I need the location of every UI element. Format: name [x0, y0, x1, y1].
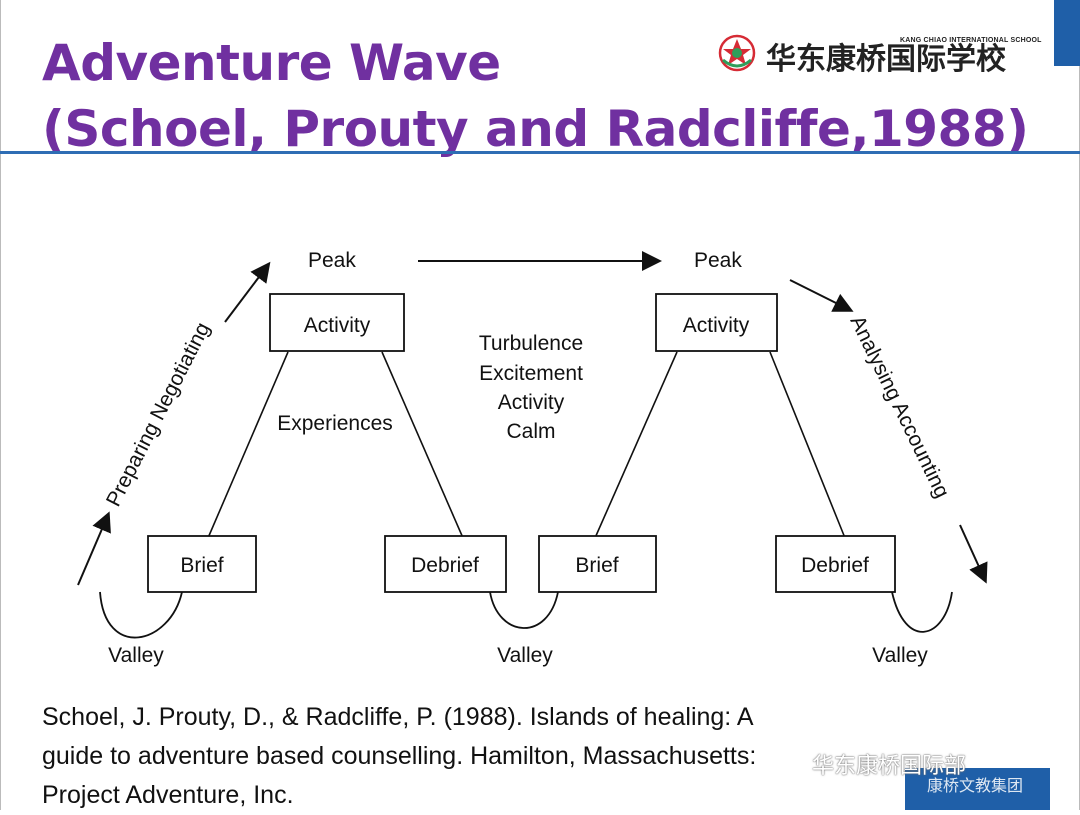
debrief-left-label: Debrief	[411, 554, 479, 577]
peak-right-label: Peak	[694, 249, 742, 272]
logo-chinese-name: 华东康桥国际学校	[766, 42, 1006, 77]
slide-title-line-2: (Schoel, Prouty and Radcliffe,1988)	[42, 100, 1029, 158]
school-emblem-icon	[718, 34, 756, 72]
activity-right-label: Activity	[683, 314, 750, 337]
valley-curve-left	[99, 591, 183, 639]
right-falling-arrow-lower	[959, 524, 988, 584]
right-wave-down-line	[769, 351, 846, 539]
center-label-activity: Activity	[498, 391, 565, 414]
title-underline-rule	[0, 151, 1080, 154]
left-rising-arrow-upper	[224, 261, 271, 323]
activity-right-box: Activity	[655, 293, 778, 352]
center-label-turbulence: Turbulence	[479, 332, 583, 355]
experiences-label: Experiences	[277, 412, 393, 435]
right-falling-arrow-upper	[789, 279, 854, 312]
debrief-right-label: Debrief	[801, 554, 869, 577]
footer-block-text: 康桥文教集团	[927, 776, 1024, 795]
citation-text: Schoel, J. Prouty, D., & Radcliffe, P. (…	[42, 698, 922, 815]
slide-left-edge	[0, 0, 1, 810]
citation-line-1: Schoel, J. Prouty, D., & Radcliffe, P. (…	[42, 703, 754, 731]
brief-right-label: Brief	[575, 554, 618, 577]
center-label-excitement: Excitement	[479, 362, 583, 385]
valley-curve-right	[891, 591, 953, 633]
school-logo: KANG CHIAO INTERNATIONAL SCHOOL 华东康桥国际学校	[718, 34, 1048, 77]
debrief-right-box: Debrief	[775, 535, 896, 593]
left-wave-down-line	[381, 351, 464, 539]
activity-left-box: Activity	[269, 293, 405, 352]
valley-curve-middle	[489, 591, 559, 629]
center-label-calm: Calm	[506, 420, 555, 443]
left-rising-arrow	[77, 511, 111, 586]
right-arc-label: Analysing Accounting	[846, 312, 954, 502]
citation-line-2: guide to adventure based counselling. Ha…	[42, 742, 757, 770]
brief-left-box: Brief	[147, 535, 257, 593]
adventure-wave-diagram: Preparing Negotiating Peak Peak Analysin…	[77, 249, 988, 667]
watermark-text: 华东康桥国际部	[812, 754, 967, 779]
valley-right-label: Valley	[872, 644, 928, 667]
citation-line-3: Project Adventure, Inc.	[42, 781, 294, 809]
corner-accent-block	[1054, 0, 1080, 66]
activity-left-label: Activity	[304, 314, 371, 337]
valley-middle-label: Valley	[497, 644, 553, 667]
debrief-left-box: Debrief	[384, 535, 507, 593]
footer-accent-block: 康桥文教集团	[905, 768, 1050, 810]
slide-title-line-1: Adventure Wave	[42, 34, 501, 92]
left-arc-label: Preparing Negotiating	[102, 319, 215, 510]
brief-left-label: Brief	[180, 554, 223, 577]
peak-left-label: Peak	[308, 249, 356, 272]
logo-english-name: KANG CHIAO INTERNATIONAL SCHOOL	[900, 37, 1042, 44]
left-wave-up-line	[207, 351, 289, 539]
valley-left-label: Valley	[108, 644, 164, 667]
right-wave-up-line	[594, 351, 678, 539]
brief-right-box: Brief	[538, 535, 657, 593]
